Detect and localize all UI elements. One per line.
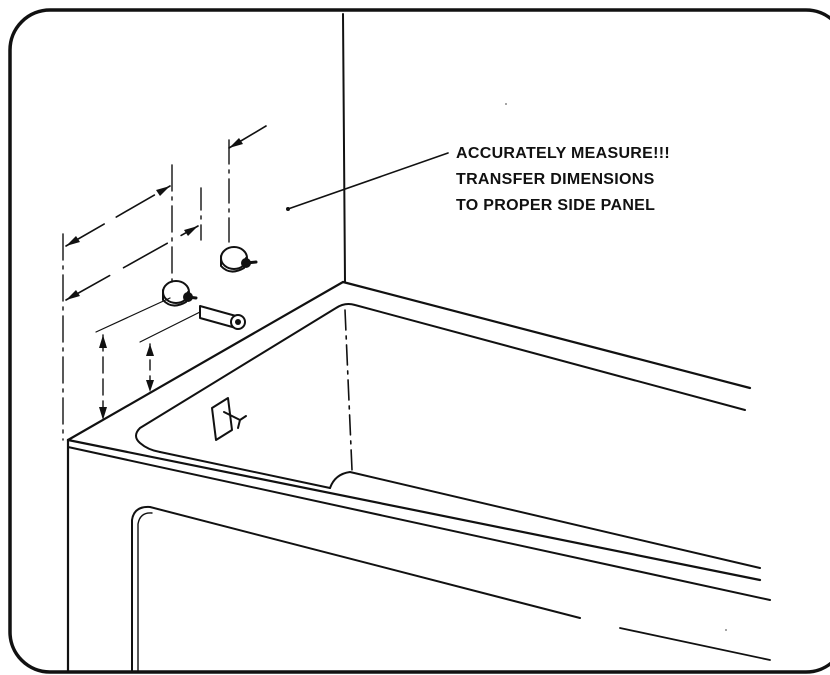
- spout-nipple: [199, 305, 246, 330]
- callout-line-1: ACCURATELY MEASURE!!!: [456, 145, 670, 162]
- frame-border: [8, 8, 830, 674]
- callout-line-2: TRANSFER DIMENSIONS: [456, 171, 655, 188]
- overflow-plate: [211, 397, 247, 441]
- dimension-lines: [62, 125, 267, 441]
- tub-inner-corner: [344, 309, 353, 471]
- tub-apron: [66, 438, 771, 674]
- valve-stem-lower: [162, 280, 198, 307]
- callout-leader: [286, 152, 449, 211]
- callout-note: ACCURATELY MEASURE!!! TRANSFER DIMENSION…: [456, 145, 670, 214]
- callout-line-3: TO PROPER SIDE PANEL: [456, 197, 655, 214]
- tub-rim: [66, 280, 771, 601]
- speck-mark: [505, 103, 507, 105]
- speck-mark: [725, 629, 727, 631]
- valve-stem-upper: [220, 246, 258, 273]
- wall-corner: [342, 13, 346, 283]
